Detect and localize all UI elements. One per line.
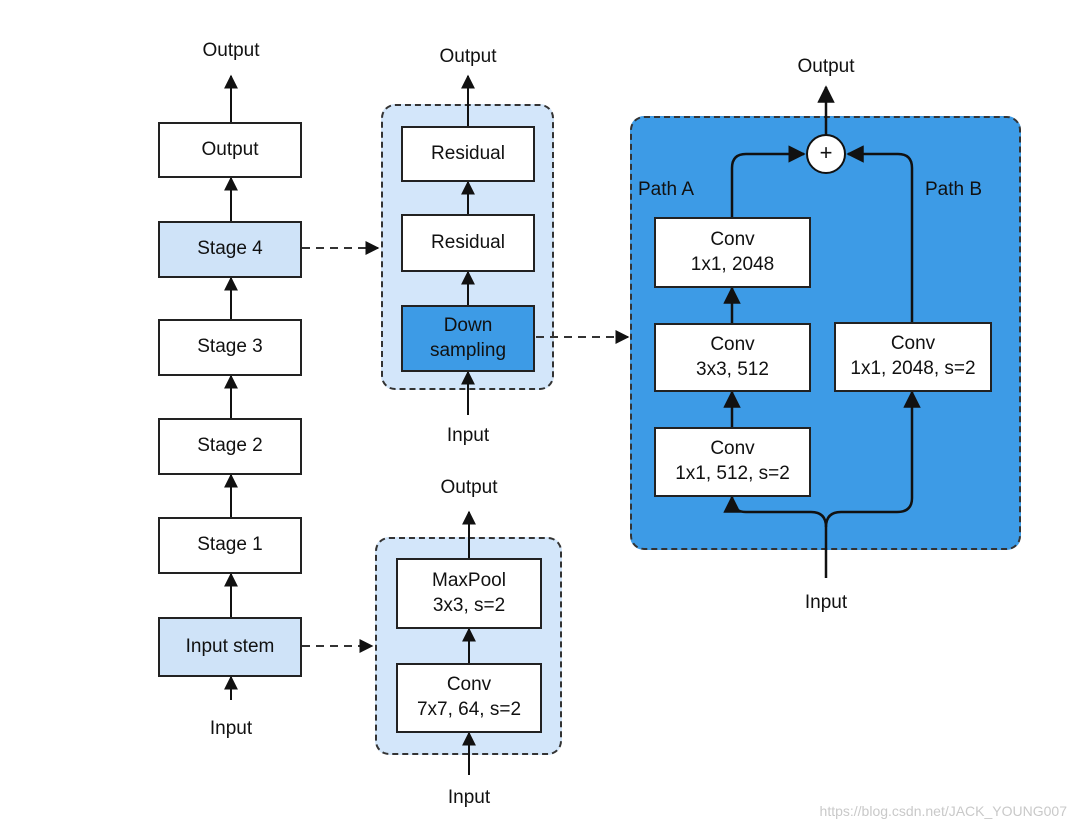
conv-a1-line2: 1x1, 2048 [690,253,775,275]
downsampling-box: Down sampling [401,305,535,372]
conv-b-line2: 1x1, 2048, s=2 [850,358,976,379]
stem-conv-line1: Conv [446,674,492,696]
downsampling-input-label: Input [804,592,848,613]
downsampling-line2: sampling [429,339,507,361]
stem-conv-box: Conv 7x7, 64, s=2 [396,663,542,733]
watermark-text: https://blog.csdn.net/JACK_YOUNG007 [819,803,1067,819]
branch-to-path-a [723,495,828,528]
stage4-box: Stage 4 [158,221,302,278]
downsampling-output-label: Output [797,56,855,77]
path-b-to-plus [846,145,914,322]
conv-a3-box: Conv 1x1, 512, s=2 [654,427,811,497]
residual-mid-box: Residual [401,214,535,272]
conv-a2-line2: 3x3, 512 [696,358,769,380]
conv-b-line1: Conv [890,333,936,355]
path-a-to-plus [730,145,806,217]
maxpool-box: MaxPool 3x3, s=2 [396,558,542,629]
left-output-label: Output [202,40,260,61]
stage-output-label: Output [439,46,497,67]
maxpool-line1: MaxPool [432,569,506,591]
conv-a2-line1: Conv [710,333,755,355]
conv-a3-line2: 1x1, 512, s=2 [675,463,790,484]
stem-input-label: Input [447,787,491,808]
left-input-label: Input [209,718,253,739]
conv-a2-box: Conv 3x3, 512 [654,323,811,392]
downsampling-line1: Down [443,314,493,336]
input-stem-box: Input stem [158,617,302,677]
maxpool-line2: 3x3, s=2 [432,594,506,616]
left-output-box: Output [158,122,302,178]
conv-b-box: Conv 1x1, 2048, s=2 [834,322,992,392]
conv-a1-box: Conv 1x1, 2048 [654,217,811,288]
stage3-box: Stage 3 [158,319,302,376]
path-b-label: Path B [925,179,983,200]
branch-to-path-b [824,390,921,528]
residual-top-box: Residual [401,126,535,182]
conv-a1-line1: Conv [710,228,755,250]
stem-output-label: Output [440,477,498,498]
stage1-box: Stage 1 [158,517,302,574]
path-a-label: Path A [638,179,694,200]
conv-a3-line1: Conv [710,438,755,460]
stem-conv-line2: 7x7, 64, s=2 [416,699,522,720]
plus-sign: + [819,140,833,165]
stage2-box: Stage 2 [158,418,302,475]
stage-input-label: Input [446,425,490,446]
